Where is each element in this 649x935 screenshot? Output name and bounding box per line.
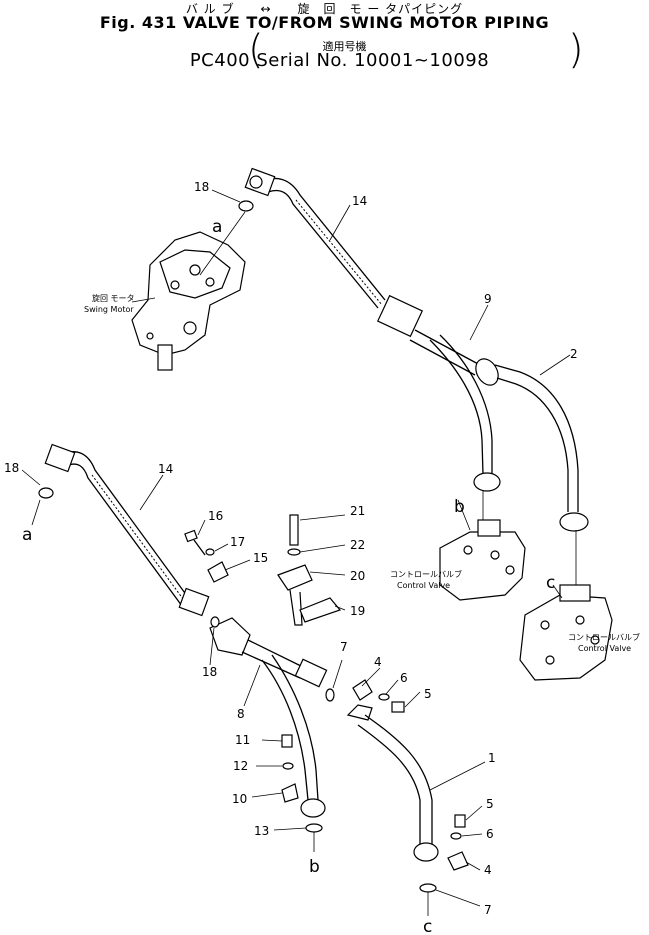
- callout-21: 21: [350, 504, 365, 518]
- callout-14-upper: 14: [352, 194, 367, 208]
- ref-b-upper: b: [454, 497, 465, 517]
- callout-16: 16: [208, 509, 223, 523]
- leader-lines: [21, 189, 577, 916]
- callout-20: 20: [350, 569, 365, 583]
- swing-motor-illustration: [131, 231, 246, 371]
- ref-c-lower: c: [423, 917, 432, 935]
- callout-4-upper: 4: [374, 655, 382, 669]
- fittings-10-11-12-13: [281, 734, 323, 833]
- control-valve-c-label-en: Control Valve: [578, 644, 631, 653]
- callout-12: 12: [233, 759, 248, 773]
- callout-11: 11: [235, 733, 250, 747]
- hose-14-upper: [244, 167, 386, 309]
- applicable-serial-jp: 適用号機: [322, 40, 367, 53]
- tube-8-assembly: [209, 617, 328, 818]
- callout-1: 1: [488, 751, 496, 765]
- callout-22: 22: [350, 538, 365, 552]
- callout-6-upper: 6: [400, 671, 408, 685]
- callout-7-upper: 7: [340, 640, 348, 654]
- fittings-4-5-6-upper: [352, 679, 405, 713]
- open-paren: (: [248, 27, 264, 73]
- callout-7-lower: 7: [484, 903, 492, 917]
- callout-5-upper: 5: [424, 687, 432, 701]
- callout-14-lower: 14: [158, 462, 173, 476]
- callout-8: 8: [237, 707, 245, 721]
- callout-18-left: 18: [4, 461, 19, 475]
- control-valve-b: [439, 519, 526, 601]
- swing-motor-label-en: Swing Motor: [84, 305, 134, 314]
- serial-range: PC400 Serial No. 10001~10098: [189, 50, 490, 71]
- o-ring-18-upper: [238, 200, 254, 212]
- o-ring-18-lower: [210, 616, 220, 628]
- ref-c-upper: c: [546, 573, 555, 593]
- control-valve-c-label-jp: コントロールバルブ: [568, 632, 640, 642]
- callout-10: 10: [232, 792, 247, 806]
- control-valve-b-label-jp: コントロールバルブ: [390, 569, 462, 579]
- callout-5-lower: 5: [486, 797, 494, 811]
- callout-9: 9: [484, 292, 492, 306]
- hose-14-lower: [44, 443, 210, 617]
- o-ring-18-left: [38, 487, 54, 499]
- callout-15: 15: [253, 551, 268, 565]
- ref-b-lower: b: [309, 857, 320, 877]
- close-paren: ): [568, 27, 584, 73]
- tube-1: [346, 704, 439, 862]
- bolt-16-clamp-15: [184, 529, 229, 583]
- swing-motor-label-jp: 旋回 モータ: [92, 293, 135, 303]
- callout-4-lower: 4: [484, 863, 492, 877]
- control-valve-b-label-en: Control Valve: [397, 581, 450, 590]
- control-valve-c: [519, 584, 613, 681]
- callout-18-lower: 18: [202, 665, 217, 679]
- callout-17: 17: [230, 535, 245, 549]
- fittings-4-5-6-lower: [419, 814, 469, 893]
- callout-6-lower: 6: [486, 827, 494, 841]
- ref-a-lower: a: [22, 525, 32, 545]
- callout-18-upper: 18: [194, 180, 209, 194]
- ref-a-upper: a: [212, 217, 222, 237]
- callout-13: 13: [254, 824, 269, 838]
- tube-9: [376, 294, 501, 492]
- o-ring-7-upper: [325, 688, 335, 702]
- bracket-19-20: [277, 514, 342, 626]
- callout-19: 19: [350, 604, 365, 618]
- tube-2: [475, 358, 589, 532]
- japanese-title-line: バ ル ブ ↔ 旋 回 モ ー タパイピング: [185, 2, 464, 16]
- figure-title: Fig. 431 VALVE TO/FROM SWING MOTOR PIPIN…: [99, 13, 550, 32]
- callout-2: 2: [570, 347, 578, 361]
